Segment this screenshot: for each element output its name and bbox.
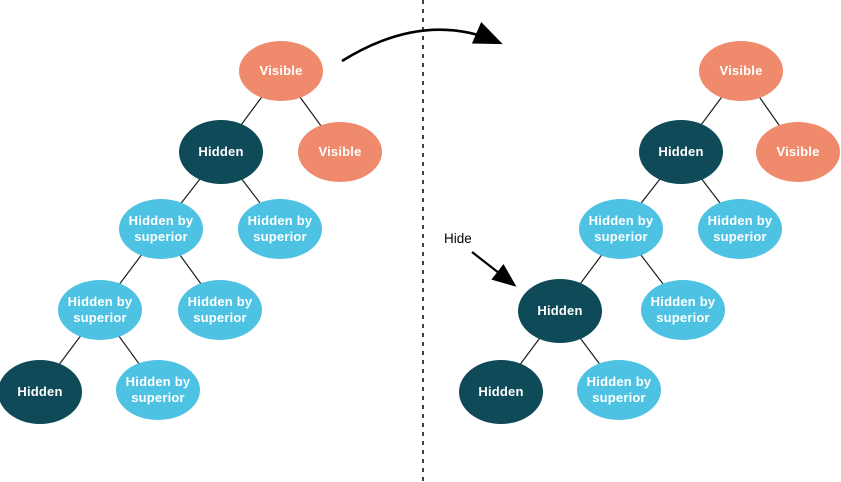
left-node-hidden-by-superior-l3-left: Hidden by superior — [119, 199, 203, 259]
right-node-hidden-by-superior-l3-left: Hidden by superior — [579, 199, 663, 259]
right-node-hidden-by-superior-l3-right: Hidden by superior — [698, 199, 782, 259]
right-node-hidden-l4-target: Hidden — [518, 279, 602, 343]
right-node-hidden-by-superior-l4-right: Hidden by superior — [641, 280, 725, 340]
left-node-visible-l2: Visible — [298, 122, 382, 182]
left-node-hidden-by-superior-l3-right: Hidden by superior — [238, 199, 322, 259]
right-node-root-visible: Visible — [699, 41, 783, 101]
left-node-hidden-by-superior-l4-right: Hidden by superior — [178, 280, 262, 340]
left-node-hidden-l5: Hidden — [0, 360, 82, 424]
right-node-hidden-l2: Hidden — [639, 120, 723, 184]
right-node-hidden-l5: Hidden — [459, 360, 543, 424]
left-node-hidden-by-superior-l5: Hidden by superior — [116, 360, 200, 420]
hide-annotation-label: Hide — [444, 231, 472, 246]
right-node-hidden-by-superior-l5: Hidden by superior — [577, 360, 661, 420]
left-node-root-visible: Visible — [239, 41, 323, 101]
left-node-hidden-by-superior-l4-left: Hidden by superior — [58, 280, 142, 340]
transform-arrow — [341, 21, 503, 63]
left-node-hidden-l2: Hidden — [179, 120, 263, 184]
hide-arrow — [471, 251, 517, 287]
right-node-visible-l2: Visible — [756, 122, 840, 182]
